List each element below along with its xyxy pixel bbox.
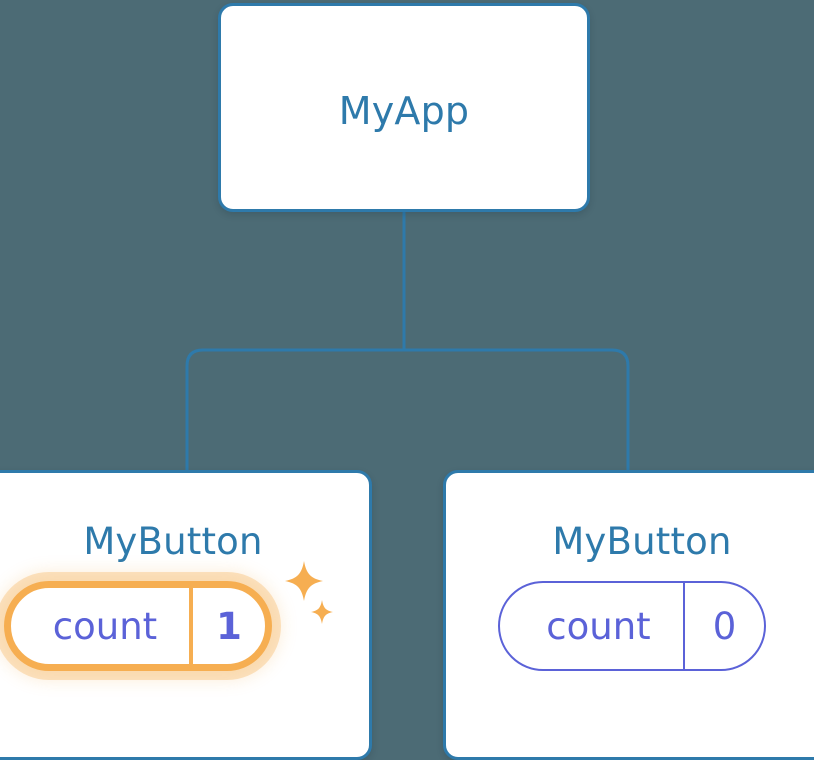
state-value-label: 0 [683, 583, 764, 669]
state-pill-count-left[interactable]: count 1 [4, 581, 272, 671]
node-mybutton-left-title: MyButton [83, 520, 263, 563]
state-value-label: 1 [189, 588, 265, 664]
sparkle-group [285, 561, 333, 624]
state-key-label: count [52, 604, 158, 648]
edge-myapp-to-mybutton-right [402, 348, 630, 476]
node-mybutton-right-title: MyButton [552, 520, 732, 563]
state-pill-wrap-left: count 1 [4, 581, 272, 671]
sparkle-small-icon [311, 600, 333, 624]
state-key-label: count [546, 604, 651, 648]
node-myapp[interactable]: MyApp [218, 3, 590, 212]
node-myapp-title: MyApp [338, 89, 470, 133]
node-mybutton-left[interactable]: MyButton count 1 [0, 470, 372, 760]
node-mybutton-right[interactable]: MyButton count 0 [443, 470, 814, 760]
tree-connectors [185, 209, 630, 476]
sparkle-large-icon [285, 561, 323, 601]
component-tree-diagram: MyApp MyButton count 1 MyButton count 0 [0, 3, 814, 760]
edge-myapp-to-mybutton-left [185, 348, 406, 476]
state-pill-wrap-right: count 0 [498, 581, 766, 671]
state-pill-count-right[interactable]: count 0 [498, 581, 766, 671]
